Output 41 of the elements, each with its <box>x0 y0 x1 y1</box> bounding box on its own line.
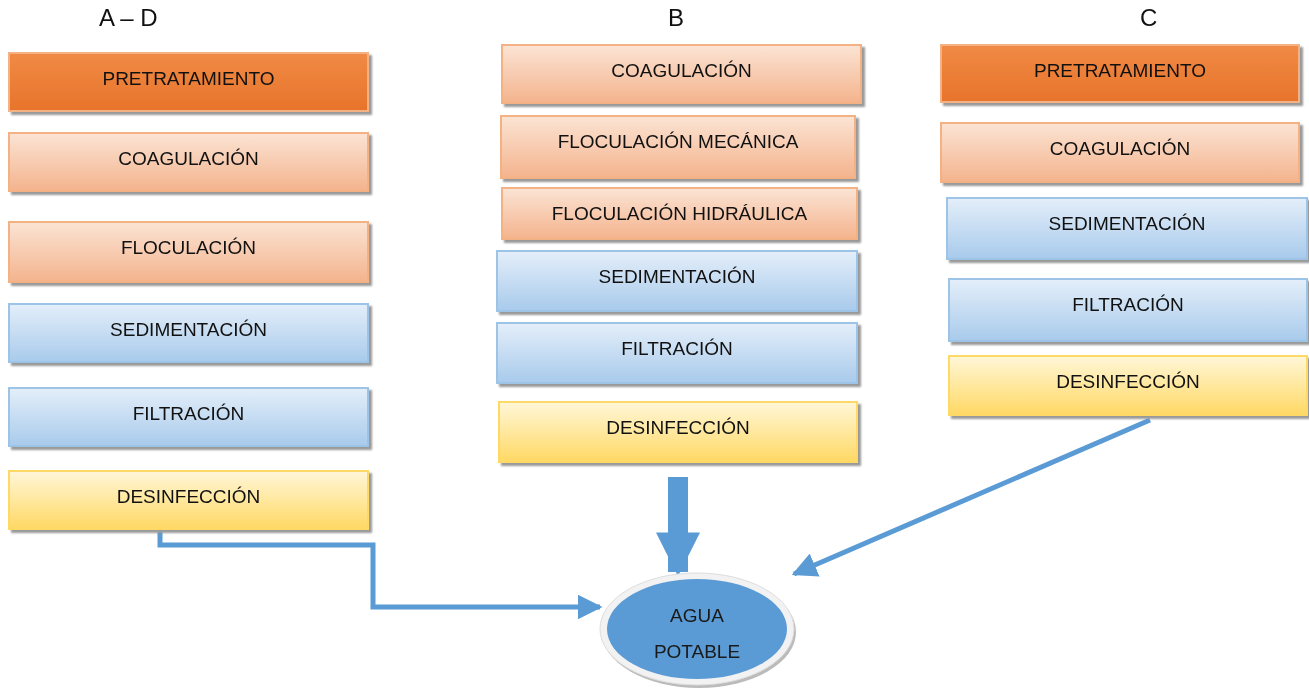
step-label: FILTRACIÓN <box>620 337 734 360</box>
process-box <box>8 221 369 283</box>
process-box <box>8 132 369 192</box>
process-box <box>8 303 369 363</box>
column-heading: C <box>1140 4 1158 32</box>
step-label: DESINFECCIÓN <box>605 416 751 439</box>
step-label: SEDIMENTACIÓN <box>109 318 268 341</box>
step-label: PRETRATAMIENTO <box>101 67 276 90</box>
step-label: DESINFECCIÓN <box>1055 370 1201 393</box>
step-label: FLOCULACIÓN HIDRÁULICA <box>550 202 809 225</box>
process-box <box>8 470 369 530</box>
step-label: FLOCULACIÓN <box>119 236 258 259</box>
node-label: AGUA POTABLE <box>652 604 742 664</box>
step-label: FILTRACIÓN <box>131 402 246 425</box>
step-label: FLOCULACIÓN MECÁNICA <box>556 130 800 153</box>
process-box <box>940 44 1300 103</box>
arrow <box>791 417 1151 577</box>
process-box <box>496 322 858 384</box>
column-heading: B <box>668 4 684 32</box>
process-box <box>501 187 858 240</box>
arrow <box>157 532 603 620</box>
process-box <box>940 122 1300 183</box>
step-label: PRETRATAMIENTO <box>1032 59 1208 82</box>
process-box <box>8 387 369 447</box>
ellipse-node <box>597 570 797 688</box>
step-label: SEDIMENTACIÓN <box>1047 212 1207 235</box>
step-label: COAGULACIÓN <box>610 59 753 82</box>
process-box <box>501 44 862 104</box>
step-label: COAGULACIÓN <box>1048 137 1192 160</box>
process-box <box>496 250 858 312</box>
process-box <box>948 278 1308 342</box>
step-label: DESINFECCIÓN <box>115 485 262 508</box>
step-label: FILTRACIÓN <box>1071 293 1185 316</box>
step-label: COAGULACIÓN <box>117 147 260 170</box>
process-box <box>946 197 1308 260</box>
process-box <box>500 115 856 179</box>
step-label: SEDIMENTACIÓN <box>597 265 757 288</box>
process-box <box>498 401 858 463</box>
column-heading: A – D <box>99 4 158 32</box>
process-box <box>948 355 1308 416</box>
process-box <box>8 52 369 112</box>
